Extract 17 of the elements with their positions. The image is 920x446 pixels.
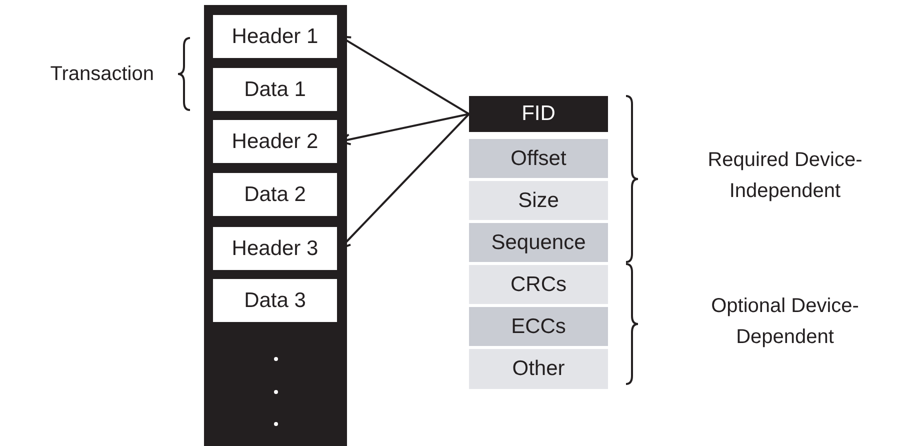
field-cell: Size [469,181,608,220]
bracket-label: Transaction [49,62,154,87]
memory-column [204,5,347,446]
bracket-label: Required Device-Independent [706,148,864,204]
bracket-label: Optional Device-Dependent [710,294,860,350]
record-box: Data 1 [213,68,337,111]
field-cell: CRCs [469,265,608,304]
field-cell: ECCs [469,307,608,346]
field-cell: Other [469,349,608,389]
field-cell: Offset [469,139,608,178]
header-field-cell: FID [469,96,608,132]
record-box: Header 3 [213,227,337,270]
field-cell: Sequence [469,223,608,262]
record-box: Data 3 [213,279,337,322]
record-box: Data 2 [213,173,337,216]
record-box: Header 2 [213,120,337,163]
record-box: Header 1 [213,15,337,58]
